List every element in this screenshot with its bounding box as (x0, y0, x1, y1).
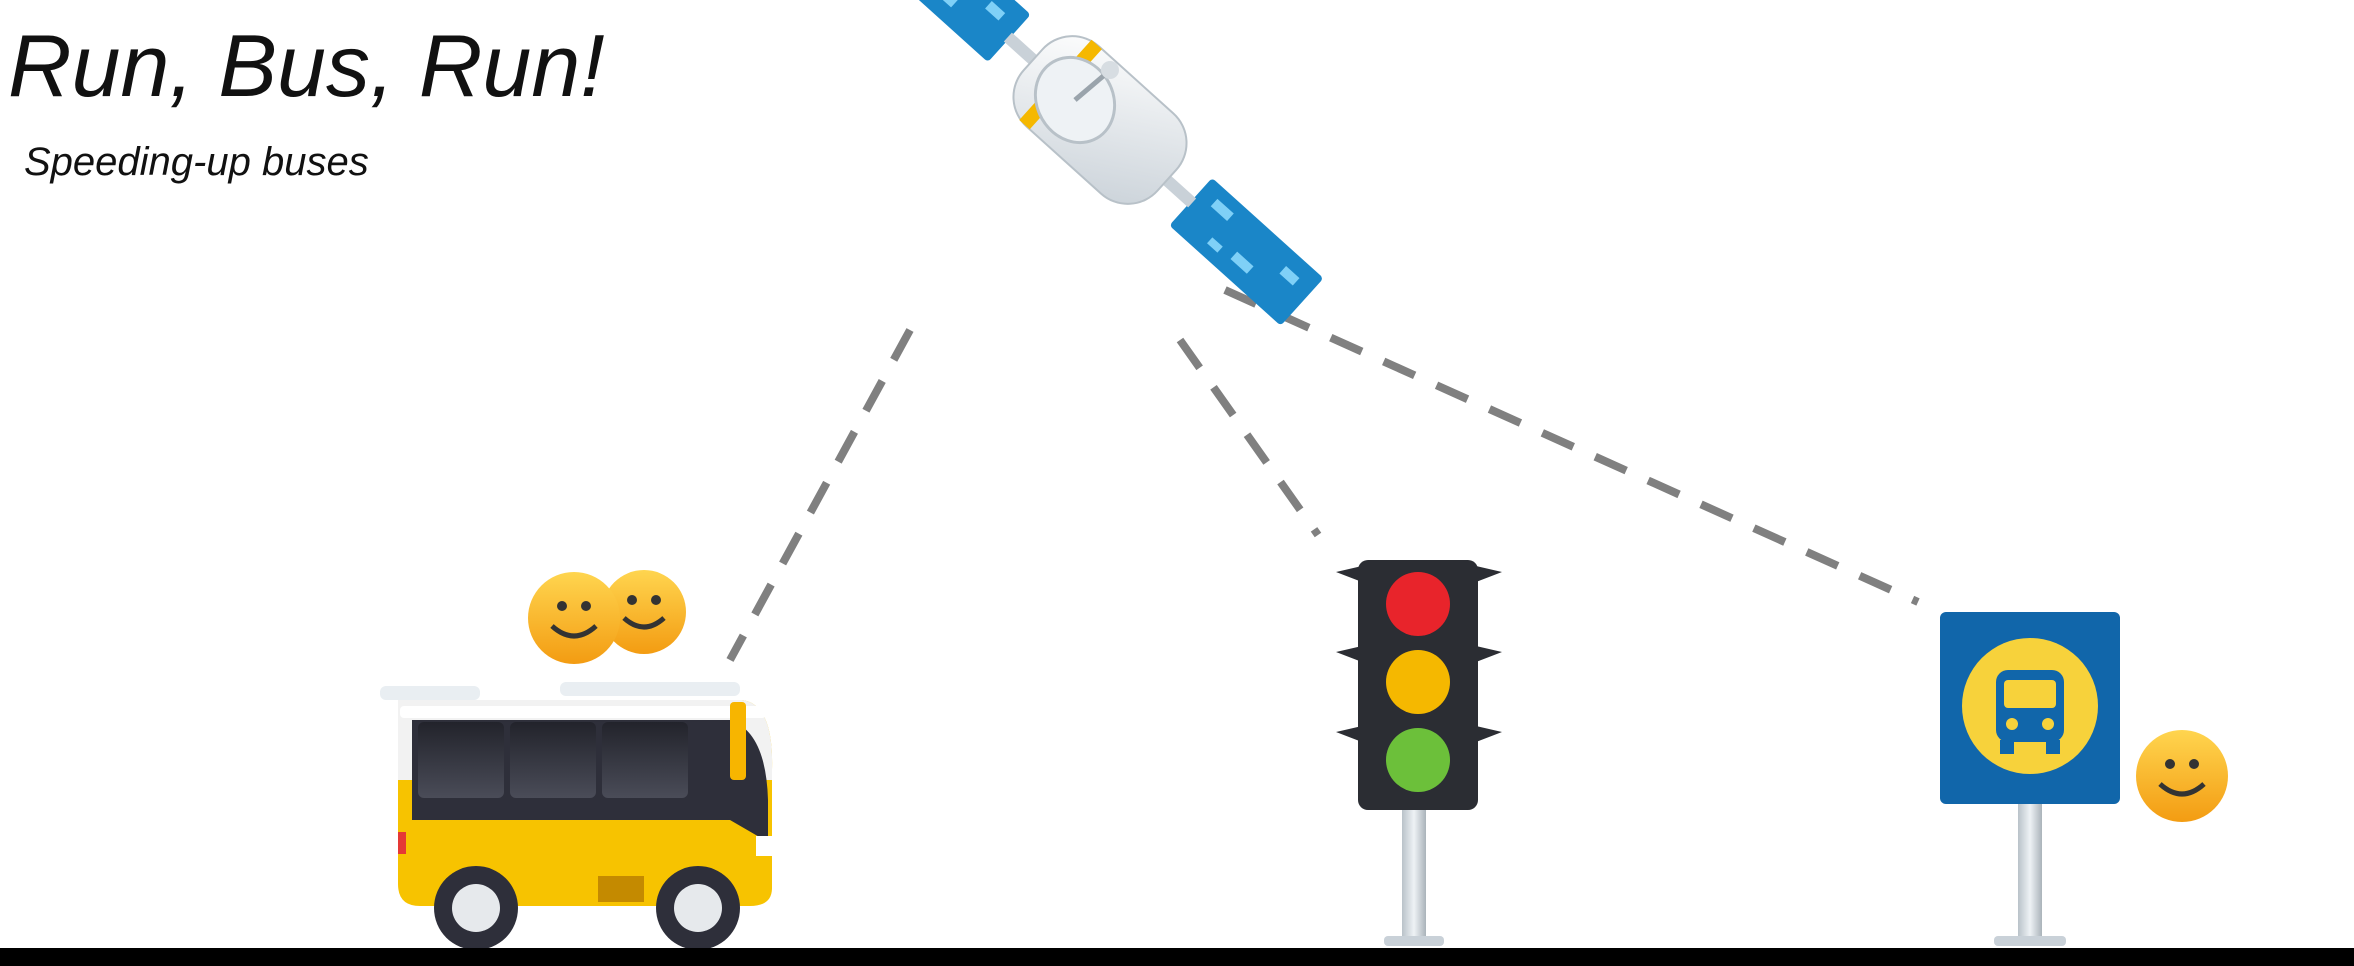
bus-stop-sign-icon (1940, 612, 2120, 946)
road-line (0, 948, 2354, 966)
satellite-to-bus-stop-link (1225, 290, 1918, 602)
satellite-icon (862, 0, 1339, 342)
satellite-to-bus-link (730, 330, 910, 660)
passenger-smiley-icon (2136, 730, 2228, 822)
bus-icon (380, 682, 772, 950)
traffic-light-icon (1336, 560, 1502, 946)
satellite-to-traffic-light-link (1180, 340, 1318, 535)
passenger-smiley-icon (528, 572, 620, 664)
